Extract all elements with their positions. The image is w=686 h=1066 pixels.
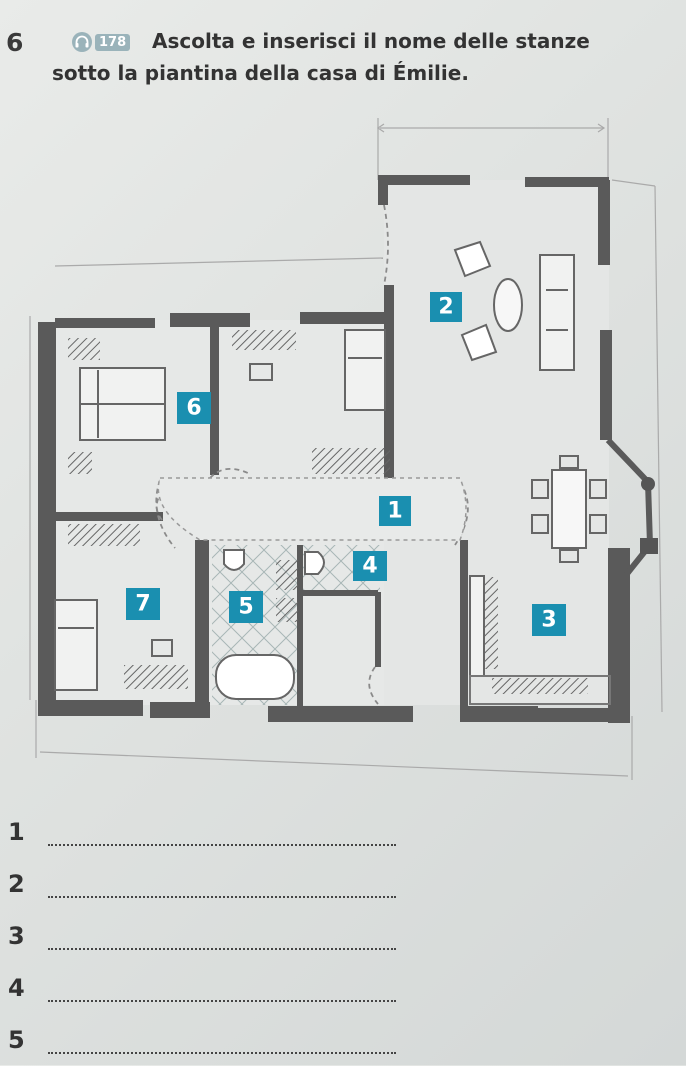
instruction-line-1: Ascolta e inserisci il nome delle stanze [152,29,590,53]
hallway [157,477,467,541]
svg-text:3: 3 [541,608,556,633]
answer-blank[interactable] [48,948,396,950]
answer-number: 3 [8,922,25,950]
room-label-4: 4 [353,551,387,581]
answer-number: 2 [8,870,25,898]
answer-blank[interactable] [48,896,396,898]
answer-number: 1 [8,818,25,846]
svg-text:4: 4 [362,554,377,579]
room-label-1: 1 [379,496,411,526]
bay-window [605,437,654,577]
furniture [54,240,611,705]
room-label-6: 6 [177,392,211,424]
answer-row: 1 [0,818,686,858]
door-arcs [155,204,469,705]
room-label-2: 2 [430,292,462,322]
room-label-5: 5 [229,591,263,623]
answer-blank[interactable] [48,1052,396,1054]
answer-number: 5 [8,1026,25,1054]
exercise-number: 6 [6,28,24,57]
dimension-lines [29,118,663,780]
svg-text:5: 5 [238,595,253,620]
walls [38,175,630,723]
answer-blank[interactable] [48,1000,396,1002]
svg-text:7: 7 [135,592,150,617]
answer-row: 4 [0,974,686,1014]
answer-row: 5 [0,1026,686,1066]
audio-track[interactable]: 178 [72,32,131,52]
track-number: 178 [95,33,131,51]
instruction-line-2: sotto la piantina della casa di Émilie. [52,61,469,85]
headphones-icon [72,32,92,52]
room-label-7: 7 [126,588,160,620]
svg-text:2: 2 [438,295,453,320]
answer-row: 2 [0,870,686,910]
room-label-3: 3 [532,604,566,636]
floor-plan: 1 2 3 4 5 6 7 [29,118,663,780]
answer-row: 3 [0,922,686,962]
svg-text:1: 1 [387,499,402,524]
answer-blank[interactable] [48,844,396,846]
answer-number: 4 [8,974,25,1002]
svg-text:6: 6 [186,396,201,421]
